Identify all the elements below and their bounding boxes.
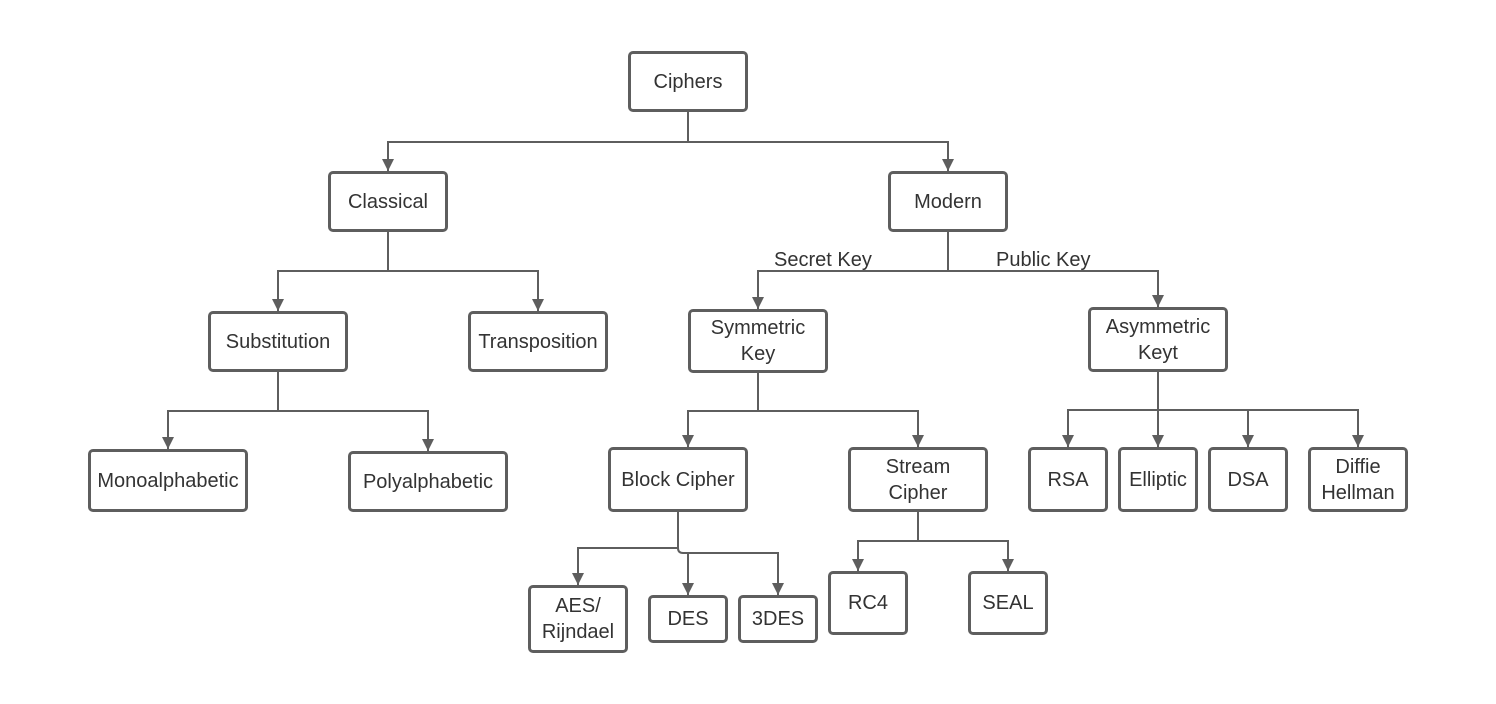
edge-ciphers-classical (382, 112, 689, 171)
node-rc4: RC4 (828, 571, 908, 635)
edge-ciphers-modern (688, 141, 954, 171)
node-asymmetric-key: Asymmetric Keyt (1088, 307, 1228, 372)
node-classical: Classical (328, 171, 448, 232)
node-rsa: RSA (1028, 447, 1108, 512)
node-polyalphabetic: Polyalphabetic (348, 451, 508, 512)
edge-stream-seal (918, 540, 1014, 571)
node-stream-cipher: Stream Cipher (848, 447, 988, 512)
edge-asymmetric-rsa (1062, 372, 1159, 447)
edge-substitution-poly (278, 410, 434, 451)
node-des: DES (648, 595, 728, 643)
edge-modern-asymmetric (948, 270, 1164, 307)
edge-symmetric-stream (758, 410, 924, 447)
edge-block-3des (688, 552, 784, 595)
edge-label-secret-key: Secret Key (774, 249, 872, 271)
edge-classical-transposition (388, 270, 544, 311)
node-ciphers: Ciphers (628, 51, 748, 112)
edge-classical-substitution (272, 232, 389, 311)
edge-symmetric-block (682, 373, 759, 447)
edge-asymmetric-diffie (1248, 409, 1364, 447)
edge-stream-rc4 (852, 512, 919, 571)
node-elliptic: Elliptic (1118, 447, 1198, 512)
node-dsa: DSA (1208, 447, 1288, 512)
node-transposition: Transposition (468, 311, 608, 372)
node-block-cipher: Block Cipher (608, 447, 748, 512)
node-seal: SEAL (968, 571, 1048, 635)
node-monoalphabetic: Monoalphabetic (88, 449, 248, 512)
node-diffie-hellman: Diffie Hellman (1308, 447, 1408, 512)
edge-label-public-key: Public Key (996, 249, 1091, 271)
node-modern: Modern (888, 171, 1008, 232)
edge-asymmetric-dsa (1158, 409, 1254, 447)
node-3des: 3DES (738, 595, 818, 643)
edge-block-des (677, 547, 694, 595)
node-aes-rijndael: AES/ Rijndael (528, 585, 628, 653)
node-symmetric-key: Symmetric Key (688, 309, 828, 373)
edge-substitution-mono (162, 372, 279, 449)
edge-modern-symmetric (752, 232, 949, 309)
edge-block-aes (572, 512, 679, 585)
node-substitution: Substitution (208, 311, 348, 372)
